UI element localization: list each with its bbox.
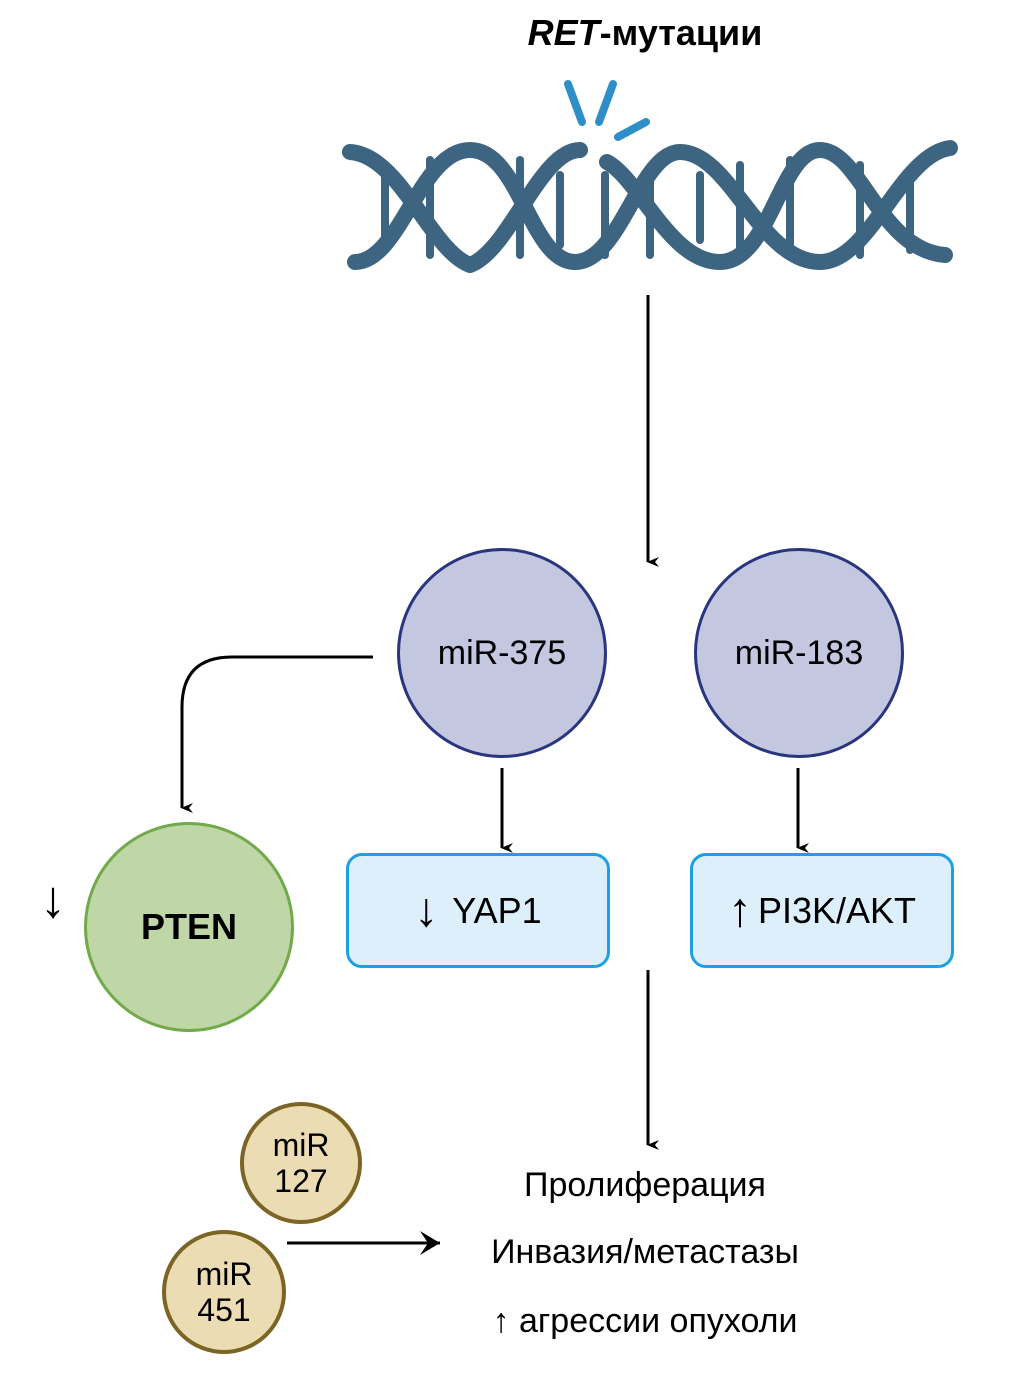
diagram-title: RET-мутации [0,12,1033,54]
mutation-spark-icon [564,80,650,141]
node-pten: PTEN [84,822,294,1032]
node-mir-127-line2: 127 [274,1163,328,1199]
dna-icon [342,80,958,273]
pi3k-up-arrow-icon: ↑ [727,884,752,937]
node-mir-375-label: miR-375 [437,633,567,672]
node-mir-183-label: miR-183 [734,633,864,672]
node-pi3k-akt: ↑ PI3K/AKT [690,853,954,968]
node-yap1: ↓ YAP1 [346,853,610,968]
node-yap1-label: YAP1 [452,889,542,931]
node-pi3k-akt-label: PI3K/AKT [757,889,917,931]
outcome-aggressiveness: ↑ агрессии опухоли [492,1302,798,1340]
node-mir-127: miR 127 [240,1102,362,1224]
node-mir-183: miR-183 [694,548,904,758]
title-gene: RET [527,12,600,53]
node-mir-375: miR-375 [397,548,607,758]
arrow-mir375-to-pten [180,655,373,813]
node-mir-127-line1: miR [272,1127,330,1163]
title-suffix: -мутации [599,12,763,53]
yap1-down-arrow-icon: ↓ [414,884,439,937]
node-mir-451-line1: miR [195,1256,253,1292]
node-mir-451: miR 451 [162,1230,286,1354]
node-mir-451-line2: 451 [197,1292,251,1328]
node-pten-label: PTEN [140,906,237,947]
pten-down-arrow-icon: ↓ [40,871,66,929]
outcome-proliferation: Пролиферация [524,1166,766,1204]
outcome-invasion: Инвазия/метастазы [491,1233,799,1271]
